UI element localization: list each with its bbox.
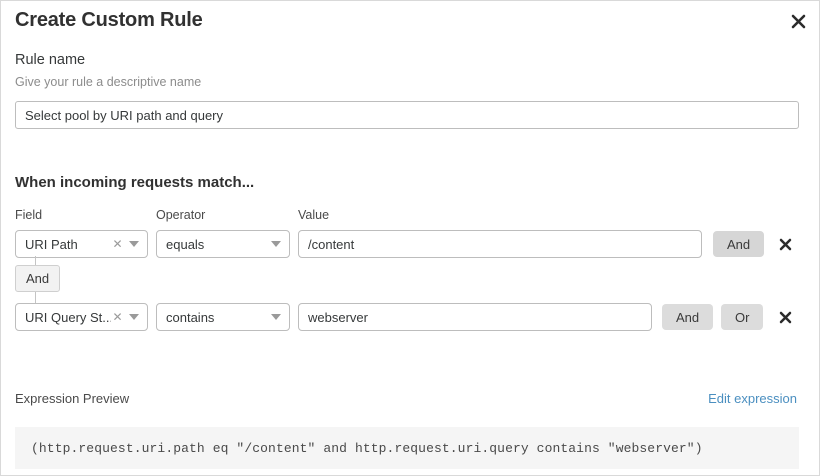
edit-expression-link[interactable]: Edit expression xyxy=(708,391,797,406)
and-button-1[interactable]: And xyxy=(713,231,765,257)
remove-condition-1-icon[interactable] xyxy=(774,233,796,255)
or-button-2[interactable]: Or xyxy=(721,304,764,330)
chevron-down-icon[interactable] xyxy=(271,241,281,247)
clear-icon[interactable]: ✕ xyxy=(112,310,123,324)
expression-preview-box: (http.request.uri.path eq "/content" and… xyxy=(15,427,799,469)
field-select-1-value: URI Path xyxy=(25,236,78,252)
rule-name-input[interactable] xyxy=(15,101,799,129)
close-icon[interactable] xyxy=(785,8,811,34)
expression-code: (http.request.uri.path eq "/content" and… xyxy=(31,440,703,456)
rule-name-help-text: Give your rule a descriptive name xyxy=(15,75,202,89)
expression-preview-label: Expression Preview xyxy=(15,391,130,406)
operator-select-2[interactable]: contains xyxy=(156,303,290,331)
operator-select-1[interactable]: equals xyxy=(156,230,290,258)
remove-condition-2-icon[interactable] xyxy=(774,306,796,328)
conditions-heading: When incoming requests match... xyxy=(15,174,255,191)
and-button-2[interactable]: And xyxy=(662,304,714,330)
condition-connector: And xyxy=(1,256,121,306)
connector-and-badge[interactable]: And xyxy=(15,265,61,292)
field-select-2[interactable]: URI Query St... ✕ xyxy=(15,303,148,331)
column-header-field: Field xyxy=(15,208,43,222)
rule-name-label: Rule name xyxy=(15,52,86,68)
operator-select-2-value: contains xyxy=(166,309,215,325)
value-input-1[interactable] xyxy=(298,230,702,258)
condition-row: URI Path ✕ equals And xyxy=(1,230,820,258)
field-select-2-value: URI Query St... xyxy=(25,309,111,325)
operator-select-1-value: equals xyxy=(166,236,205,252)
clear-icon[interactable]: ✕ xyxy=(112,237,123,251)
column-header-operator: Operator xyxy=(156,208,206,222)
connector-line-bottom xyxy=(35,292,36,304)
field-select-1[interactable]: URI Path ✕ xyxy=(15,230,148,258)
dialog-title: Create Custom Rule xyxy=(15,9,203,31)
condition-row: URI Query St... ✕ contains And Or xyxy=(1,303,820,331)
chevron-down-icon[interactable] xyxy=(129,314,139,320)
chevron-down-icon[interactable] xyxy=(271,314,281,320)
chevron-down-icon[interactable] xyxy=(129,241,139,247)
value-input-2[interactable] xyxy=(298,303,652,331)
connector-line-top xyxy=(35,256,36,265)
column-header-value: Value xyxy=(298,208,330,222)
